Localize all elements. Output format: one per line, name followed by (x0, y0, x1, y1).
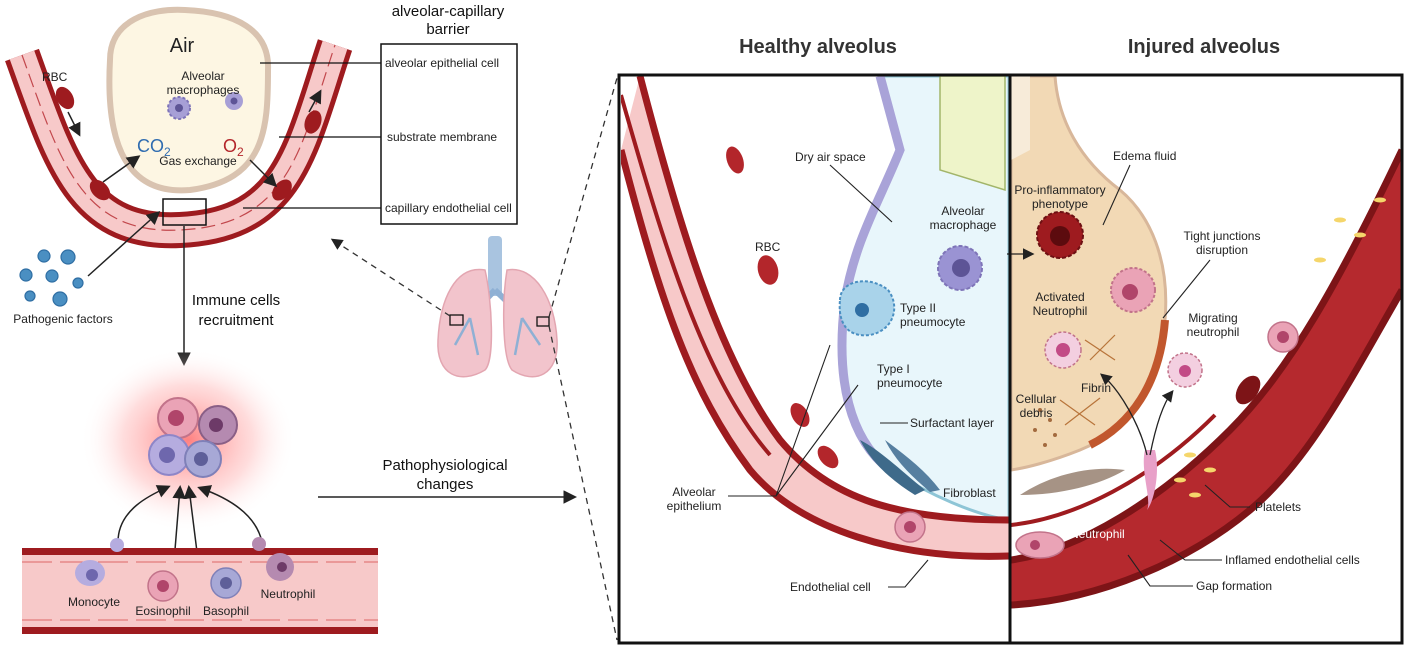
capillary-u-vessel (5, 39, 353, 249)
activated-label-l2: Neutrophil (1033, 304, 1088, 318)
air-label: Air (170, 35, 195, 57)
eosinophil-label: Eosinophil (135, 604, 190, 618)
gas-exchange-arrows (67, 89, 322, 188)
barrier-title-l2: barrier (426, 21, 469, 38)
alveolus-sac (106, 6, 272, 194)
pathogen-arrow (87, 210, 161, 277)
edema-label: Edema fluid (1113, 149, 1176, 163)
neutrophil-label-right: Neutrophil (1070, 527, 1125, 541)
inflamed-leader (1159, 539, 1222, 561)
injured-panel (1011, 76, 1402, 642)
tight-label-l1: Tight junctions (1184, 229, 1261, 243)
dry-air-label: Dry air space (795, 150, 866, 164)
platelets-leader (1204, 484, 1250, 508)
immune-cell-icons (75, 537, 294, 602)
healthy-title: Healthy alveolus (739, 36, 897, 58)
epithelium-label-l2: epithelium (667, 499, 722, 513)
endothelial-label: Endothelial cell (790, 580, 871, 594)
migrating-label-l2: neutrophil (1187, 325, 1240, 339)
barrier-item-membrane: substrate membrane (387, 130, 497, 144)
inflammation-glow (80, 348, 296, 532)
migration-arrow-2 (1149, 389, 1174, 456)
basophil-label: Basophil (203, 604, 249, 618)
tight-leader (1162, 259, 1211, 319)
o2-label: O2 (223, 136, 244, 159)
pathogen-virus-icons (19, 249, 84, 307)
tight-label-l2: disruption (1196, 243, 1248, 257)
fibroblast-label: Fibroblast (943, 486, 996, 500)
migration-arrow-1 (1100, 373, 1148, 456)
neutrophil-label-left: Neutrophil (261, 587, 316, 601)
gap-leader (1127, 554, 1193, 587)
proinf-label-l2: phenotype (1032, 197, 1088, 211)
zoom-box-left (162, 198, 207, 226)
proinf-label-l1: Pro-inflammatory (1014, 183, 1105, 197)
platelets-label: Platelets (1255, 500, 1301, 514)
dry-air-leader (829, 164, 893, 223)
pathogenic-label: Pathogenic factors (13, 312, 112, 326)
barrier-item-epithelial: alveolar epithelial cell (385, 56, 499, 70)
recruit-label-l2: recruitment (198, 312, 274, 329)
patho-label-l1: Pathophysiological (382, 457, 507, 474)
monocyte-label: Monocyte (68, 595, 120, 609)
migrating-label-l1: Migrating (1188, 311, 1237, 325)
macrophages-label-l1: Alveolar (181, 69, 224, 83)
healthy-panel (621, 76, 1009, 642)
epithelium-leader (728, 344, 859, 497)
activated-label-l1: Activated (1035, 290, 1084, 304)
macrophage-label-l1: Alveolar (941, 204, 984, 218)
migration-arrows (117, 485, 263, 563)
recruit-label-l1: Immune cells (192, 292, 280, 309)
alveolar-macrophage-icons (167, 92, 243, 120)
macrophages-label-l2: macrophages (167, 83, 240, 97)
barrier-box (243, 43, 518, 225)
macrophage-label-l2: macrophage (930, 218, 997, 232)
edema-leader (1102, 164, 1131, 226)
patho-label-l2: changes (417, 476, 474, 493)
fibrin-label: Fibrin (1081, 381, 1111, 395)
type2-label-l2: pneumocyte (900, 315, 966, 329)
epithelium-label-l1: Alveolar (672, 485, 715, 499)
barrier-item-endothelial: capillary endothelial cell (385, 201, 512, 215)
debris-label-l1: Cellular (1016, 392, 1057, 406)
endothelial-leader (888, 559, 929, 588)
type2-label-l1: Type II (900, 301, 936, 315)
surfactant-label: Surfactant layer (910, 416, 994, 430)
gas-exchange-label: Gas exchange (159, 154, 237, 168)
zoom-dashed-lines (330, 77, 618, 641)
co2-label: CO2 (137, 136, 171, 159)
rbc-label-left: RBC (42, 70, 68, 84)
recruited-cell-cluster (148, 397, 238, 478)
gap-label: Gap formation (1196, 579, 1272, 593)
type1-label-l2: pneumocyte (877, 376, 943, 390)
type1-label-l1: Type I (877, 362, 910, 376)
blood-vessel-strip (22, 548, 378, 634)
lungs-icon (437, 236, 558, 378)
injured-title: Injured alveolus (1128, 36, 1280, 58)
inflamed-label: Inflamed endothelial cells (1225, 553, 1360, 567)
barrier-title-l1: alveolar-capillary (392, 3, 505, 20)
rbc-label-right: RBC (755, 240, 781, 254)
debris-label-l2: debris (1020, 406, 1053, 420)
